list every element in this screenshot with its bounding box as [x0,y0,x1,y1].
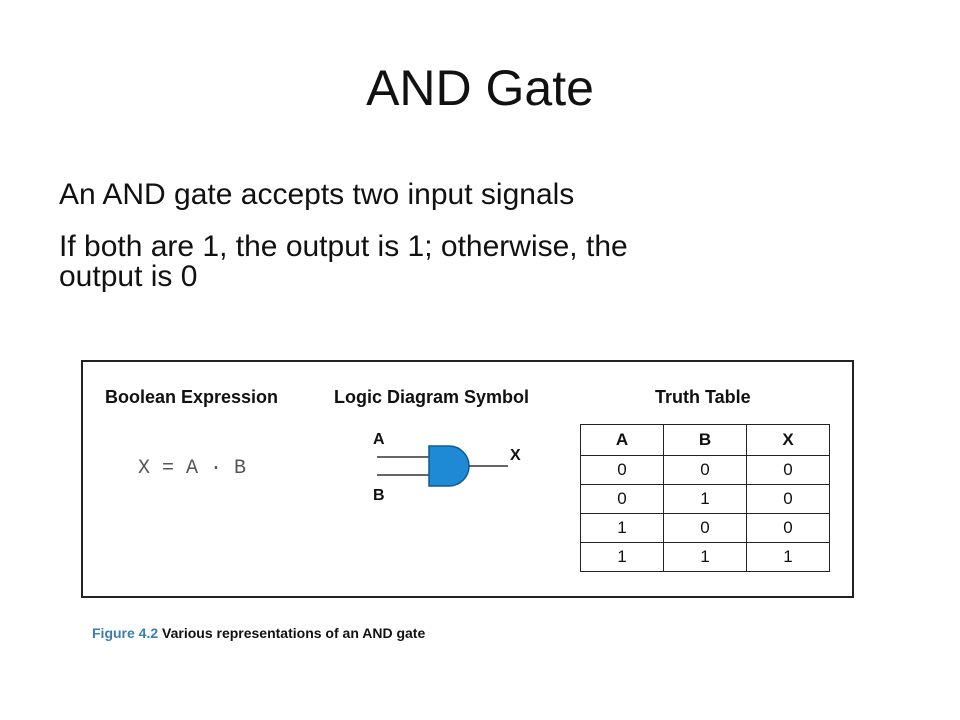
table-cell: 1 [580,513,664,543]
heading-truth-table: Truth Table [655,387,751,407]
table-cell: 0 [746,484,830,514]
heading-logic-diagram: Logic Diagram Symbol [334,387,530,407]
figure-panel: Boolean Expression Logic Diagram Symbol … [81,360,854,598]
table-row: 1 0 0 [580,513,830,543]
truth-table: A B X 0 0 0 0 1 0 1 0 0 1 1 [580,424,830,572]
table-cell: 0 [746,513,830,543]
table-row: 0 0 0 [580,455,830,485]
truth-table-header-b: B [663,424,747,456]
table-cell: 1 [663,484,747,514]
heading-boolean-expression: Boolean Expression [105,387,279,407]
output-x-label: X [510,447,521,464]
truth-table-header-row: A B X [580,424,830,456]
table-cell: 0 [746,455,830,485]
boolean-expression: X = A · B [138,457,247,480]
and-gate-body [428,445,470,487]
figure-caption: Figure 4.2 Various representations of an… [92,625,425,641]
table-cell: 0 [663,513,747,543]
and-gate-diagram: A B X [373,431,521,504]
table-cell: 0 [580,455,664,485]
truth-table-header-x: X [746,424,830,456]
table-cell: 1 [580,542,664,572]
input-a-label: A [373,431,385,448]
table-cell: 0 [580,484,664,514]
input-b-label: B [373,487,385,504]
bullet-text-2: If both are 1, the output is 1; otherwis… [59,230,628,293]
table-row: 0 1 0 [580,484,830,514]
table-cell: 1 [663,542,747,572]
figure-caption-label: Figure 4.2 [92,625,159,641]
figure-caption-text: Various representations of an AND gate [162,625,426,641]
bullet-text-1: An AND gate accepts two input signals [59,178,575,211]
table-cell: 1 [746,542,830,572]
table-row: 1 1 1 [580,542,830,572]
truth-table-header-a: A [580,424,664,456]
table-cell: 0 [663,455,747,485]
slide-title: AND Gate [366,60,594,116]
